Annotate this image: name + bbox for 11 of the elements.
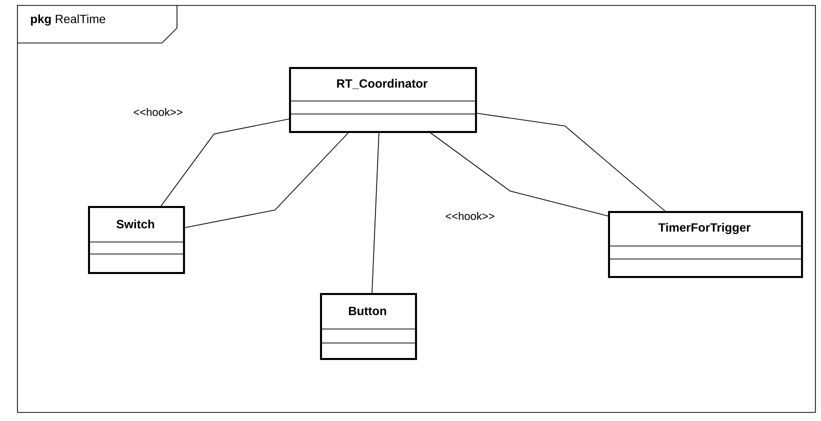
association-line xyxy=(160,118,290,206)
association-line xyxy=(428,130,608,216)
stereotype-label: <<hook>> xyxy=(134,108,182,116)
class-box: Button xyxy=(320,293,417,360)
association-line xyxy=(474,112,666,212)
stereotype-label: <<hook>> xyxy=(446,212,494,220)
class-box: RT_Coordinator xyxy=(288,67,477,133)
class-box: Switch xyxy=(88,206,185,274)
class-box: TimerForTrigger xyxy=(608,211,803,278)
association-line xyxy=(182,130,350,228)
association-line xyxy=(372,130,380,294)
